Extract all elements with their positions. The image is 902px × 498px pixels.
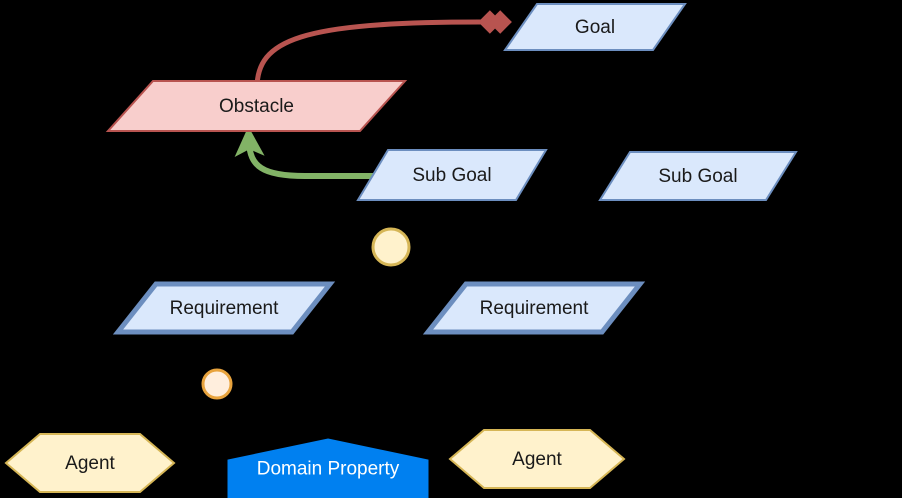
node-requirement-right[interactable]: Requirement xyxy=(422,281,646,335)
node-shape-requirement[interactable] xyxy=(112,281,336,335)
node-shape-goal[interactable] xyxy=(503,3,687,51)
refinement-circle-upper[interactable] xyxy=(371,227,411,267)
node-shape-obstacle[interactable] xyxy=(105,80,408,132)
edge-line[interactable] xyxy=(254,19,503,91)
node-shape-goal[interactable] xyxy=(356,149,548,201)
refinement-circle-lower[interactable] xyxy=(201,368,233,400)
node-shape-goal[interactable] xyxy=(598,151,798,201)
obstruction-diamond-marker-2 xyxy=(488,10,512,34)
node-domain-property[interactable]: Domain Property xyxy=(227,438,429,498)
node-agent-left[interactable]: Agent xyxy=(4,433,176,493)
node-shape-requirement[interactable] xyxy=(422,281,646,335)
edge-obstructs[interactable] xyxy=(254,10,512,91)
edge-resolves[interactable] xyxy=(234,126,377,179)
edges-layer xyxy=(234,10,512,179)
node-agent-right[interactable]: Agent xyxy=(448,429,626,489)
node-sub-goal-left[interactable]: Sub Goal xyxy=(356,149,548,201)
node-sub-goal-right[interactable]: Sub Goal xyxy=(598,151,798,201)
node-shape-domain-property[interactable] xyxy=(227,438,429,498)
node-goal[interactable]: Goal xyxy=(503,3,687,51)
refinement-circles-layer xyxy=(201,227,411,400)
node-obstacle[interactable]: Obstacle xyxy=(105,80,408,132)
node-shape-agent[interactable] xyxy=(448,429,626,489)
node-requirement-left[interactable]: Requirement xyxy=(112,281,336,335)
node-shape-agent[interactable] xyxy=(4,433,176,493)
edge-line[interactable] xyxy=(234,126,377,179)
